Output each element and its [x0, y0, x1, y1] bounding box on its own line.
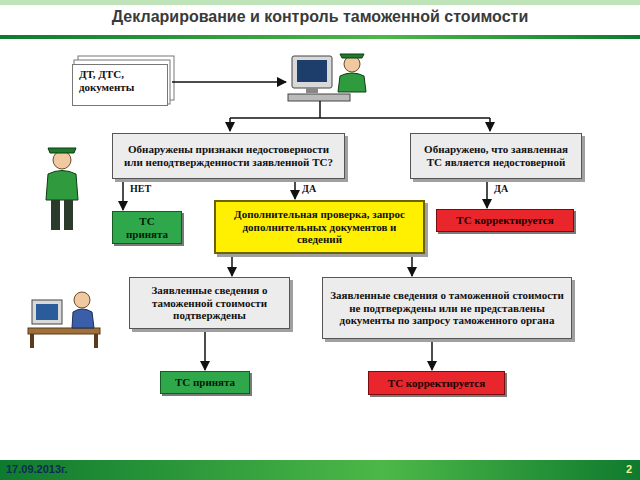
condition-box: Заявленные сведения о таможенной стоимос…	[322, 277, 572, 339]
condition-box: Заявленные сведения о таможенной стоимос…	[129, 277, 290, 329]
officer-cap	[340, 54, 364, 58]
footer-bar	[0, 460, 640, 480]
officer-leg	[51, 200, 60, 230]
flow-arrow	[486, 180, 488, 208]
box-text: ТС принята	[119, 215, 175, 240]
edge-label: ДА	[492, 183, 510, 194]
monitor	[32, 300, 62, 324]
screen	[36, 304, 58, 320]
decision-box: Обнаружено, что заявленная ТС является н…	[410, 133, 582, 179]
box-text: Заявленные сведения о таможенной стоимос…	[329, 289, 565, 327]
standing-officer	[46, 148, 78, 230]
date-label: 17.09.2013г.	[6, 463, 68, 475]
edge-label: НЕТ	[128, 183, 153, 194]
monitor-stand	[306, 88, 318, 93]
computer-officer	[288, 54, 366, 101]
result-box: ТС принята	[160, 371, 250, 394]
officer-cap	[48, 148, 76, 153]
box-text: Обнаружено, что заявленная ТС является н…	[417, 143, 575, 168]
officer-jacket	[46, 171, 78, 201]
box-text: ДТ, ДТС, документы	[79, 68, 161, 93]
flow-arrow	[431, 340, 433, 370]
box-text: Заявленные сведения о таможенной стоимос…	[136, 284, 283, 322]
flow-arrow	[294, 180, 296, 199]
flow-arrow	[411, 255, 413, 276]
flow-arrow	[489, 118, 491, 131]
result-box: ТС корректируется	[436, 209, 574, 232]
box-text: ТС корректируется	[456, 214, 553, 227]
flow-arrow	[229, 118, 231, 131]
result-box: ТС принята	[112, 211, 182, 244]
box-text: Обнаружены признаки недостоверности или …	[119, 143, 338, 168]
worker-body	[72, 309, 94, 328]
officer-head	[53, 151, 71, 169]
worker-head	[74, 292, 90, 308]
box-text: ТС принята	[175, 376, 235, 389]
flow-arrow	[122, 180, 124, 210]
flow-arrow	[204, 330, 206, 370]
result-box: ТС корректируется	[368, 371, 505, 395]
screen	[297, 60, 327, 82]
flow-line	[319, 101, 321, 118]
box-text: Дополнительная проверка, запрос дополнит…	[222, 208, 417, 246]
document-stack: ДТ, ДТС, документы	[72, 64, 168, 106]
desk-leg	[30, 334, 34, 348]
flow-arrow	[172, 81, 286, 83]
edge-label: ДА	[300, 183, 318, 194]
officer-leg	[64, 200, 73, 230]
officer-body	[338, 73, 366, 92]
decision-box: Обнаружены признаки недостоверности или …	[112, 133, 345, 179]
flow-arrow	[231, 255, 233, 276]
flow-line	[230, 117, 490, 119]
page-number: 2	[626, 463, 632, 475]
monitor	[292, 56, 332, 88]
box-text: ТС корректируется	[388, 377, 485, 390]
desk-leg	[94, 334, 98, 348]
office-worker	[28, 292, 100, 348]
process-box: Дополнительная проверка, запрос дополнит…	[214, 200, 425, 254]
header-band	[0, 0, 640, 5]
desk	[28, 328, 100, 334]
page-title: Декларирование и контроль таможенной сто…	[0, 8, 640, 26]
keyboard	[288, 94, 350, 101]
header-rule	[0, 35, 640, 39]
